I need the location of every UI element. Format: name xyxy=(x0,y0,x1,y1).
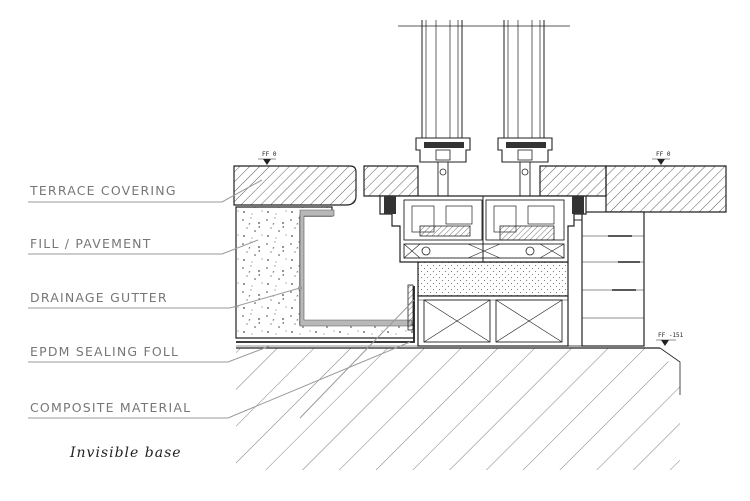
leader-fill-pavement xyxy=(28,239,259,255)
level-marker-lower: FF -151 xyxy=(656,332,684,346)
caption-invisible-base: Invisible base xyxy=(69,445,182,461)
composite-material xyxy=(417,261,569,347)
right-wall-panel xyxy=(567,211,645,347)
terrace-covering-right xyxy=(605,165,727,213)
glazing-right xyxy=(503,20,545,138)
svg-text:FF 0: FF 0 xyxy=(262,151,277,158)
frame-profile xyxy=(379,195,587,263)
leader-composite-extra xyxy=(299,299,415,419)
sash-profile-right xyxy=(497,137,553,197)
terrace-covering-left xyxy=(233,165,357,206)
level-marker-left: FF 0 xyxy=(258,151,277,165)
svg-text:FF 0: FF 0 xyxy=(656,151,671,158)
leader-drainage-gutter xyxy=(28,287,301,309)
label-composite-material: COMPOSITE MATERIAL xyxy=(30,400,191,415)
label-epdm-sealing: EPDM SEALING FOLL xyxy=(30,344,179,359)
label-drainage-gutter: DRAINAGE GUTTER xyxy=(30,290,168,305)
ground-soil xyxy=(236,347,681,470)
leader-lines xyxy=(28,179,415,419)
leader-terrace-covering xyxy=(28,179,263,203)
glazing-left xyxy=(398,20,570,138)
svg-text:FF -151: FF -151 xyxy=(658,332,684,339)
sash-profile-left xyxy=(415,137,471,197)
epdm-sealing-foil xyxy=(236,286,420,347)
terrace-covering-middle xyxy=(363,165,607,197)
level-marker-right: FF 0 xyxy=(652,151,671,165)
label-fill-pavement: FILL / PAVEMENT xyxy=(30,236,152,251)
leader-epdm-sealing xyxy=(28,345,271,363)
fill-pavement xyxy=(235,206,415,339)
label-terrace-covering: TERRACE COVERING xyxy=(29,183,177,198)
drainage-gutter xyxy=(299,209,414,331)
